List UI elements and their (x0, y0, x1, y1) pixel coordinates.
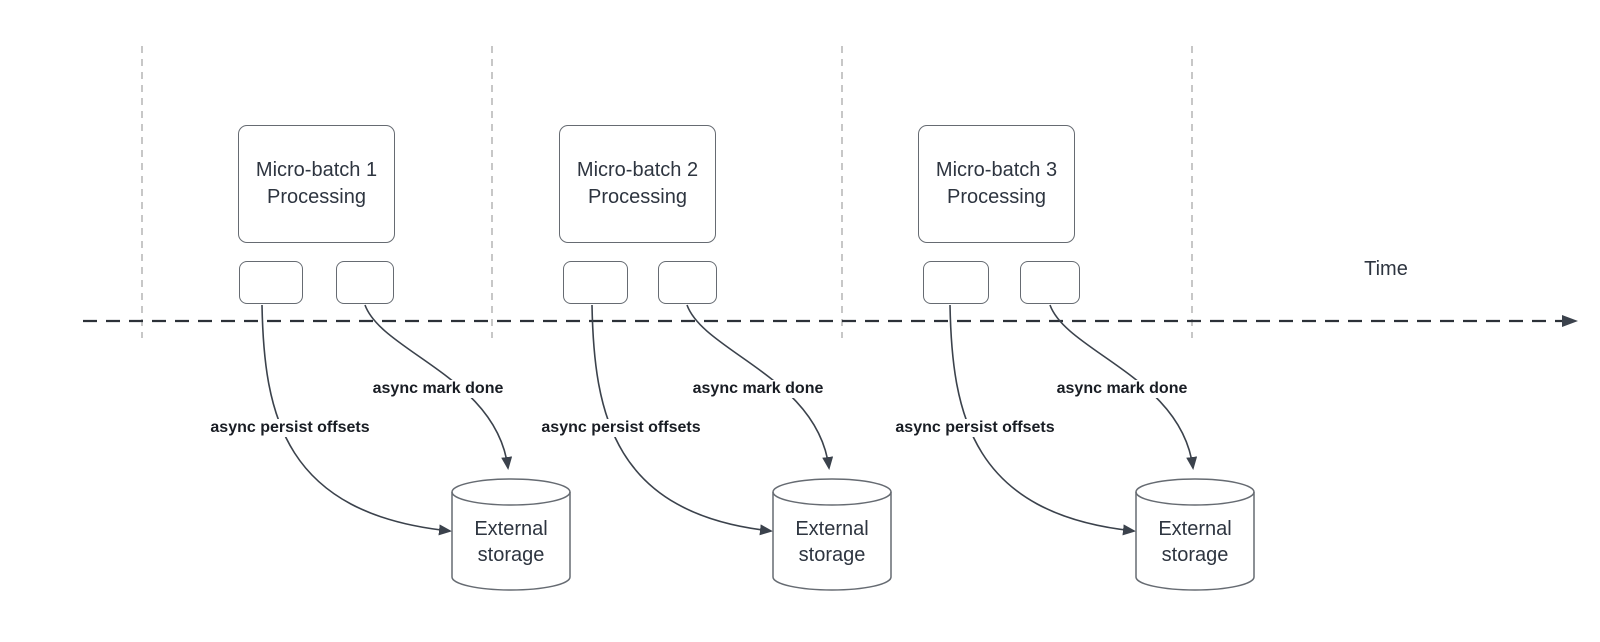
commit-slot-box (336, 261, 394, 304)
storage-label-line1: External (795, 518, 869, 540)
micro-batch-1-box: Micro-batch 1 Processing (238, 125, 395, 243)
micro-batch-title-line1: Micro-batch 2 (576, 159, 699, 181)
external-storage-cylinder (451, 478, 571, 591)
micro-batch-3-box: Micro-batch 3 Processing (918, 125, 1075, 243)
mark-done-label: async mark done (689, 380, 827, 398)
mark-done-label: async mark done (1053, 380, 1191, 398)
storage-label-line2: storage (798, 544, 866, 566)
storage-label-line2: storage (477, 544, 545, 566)
persist-offsets-arrow (949, 304, 1136, 536)
persist-offsets-arrow (591, 304, 773, 536)
offset-slot-box (923, 261, 989, 304)
mark-done-label: async mark done (369, 380, 507, 398)
external-storage-label: External storage (1136, 516, 1254, 568)
storage-label-line2: storage (1161, 544, 1229, 566)
mark-done-arrow (364, 304, 513, 470)
micro-batch-title-line1: Micro-batch 1 (255, 159, 378, 181)
time-axis-label: Time (1364, 258, 1408, 280)
micro-batch-2-box: Micro-batch 2 Processing (559, 125, 716, 243)
storage-label-line1: External (1158, 518, 1232, 540)
offset-slot-box (239, 261, 303, 304)
persist-offsets-label: async persist offsets (892, 419, 1058, 437)
micro-batch-title-line1: Micro-batch 3 (935, 159, 1058, 181)
storage-label-line1: External (474, 518, 548, 540)
mark-done-arrow (1049, 304, 1198, 470)
persist-offsets-label: async persist offsets (207, 419, 373, 437)
persist-offsets-arrow (261, 304, 452, 536)
external-storage-cylinder (772, 478, 892, 591)
micro-batch-title-line2: Processing (588, 186, 687, 208)
mark-done-arrow (686, 304, 834, 470)
micro-batch-title-line2: Processing (947, 186, 1046, 208)
external-storage-cylinder (1135, 478, 1255, 591)
offset-slot-box (563, 261, 628, 304)
commit-slot-box (658, 261, 717, 304)
micro-batch-title-line2: Processing (267, 186, 366, 208)
external-storage-label: External storage (773, 516, 891, 568)
external-storage-label: External storage (452, 516, 570, 568)
persist-offsets-label: async persist offsets (538, 419, 704, 437)
commit-slot-box (1020, 261, 1080, 304)
